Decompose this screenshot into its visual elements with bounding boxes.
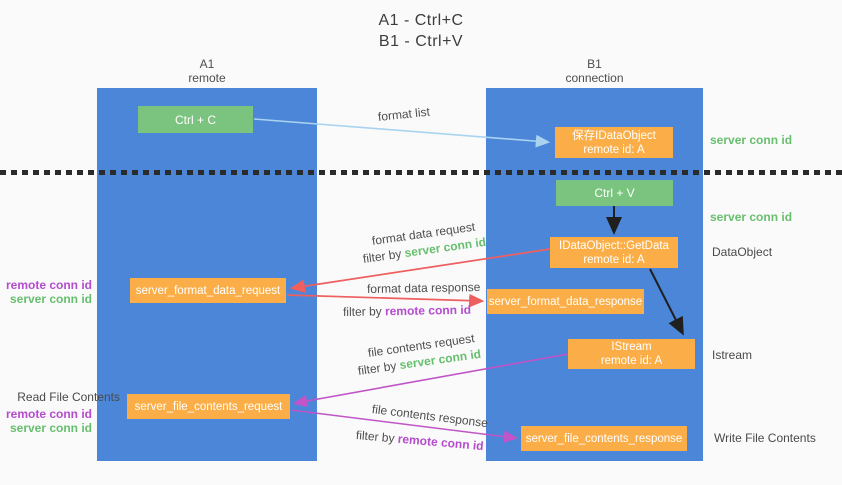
label-format-list: format list [377, 104, 431, 124]
node-format-request-label: server_format_data_request [135, 284, 281, 297]
node-ctrl-c-label: Ctrl + C [174, 112, 216, 127]
column-header-b1: B1 connection [486, 57, 703, 85]
node-getdata-line2: remote id: A [583, 253, 645, 266]
label-read-file-contents: Read File Contents [17, 390, 120, 404]
label-server-conn-id: server conn id [9, 292, 92, 306]
node-getdata-line1: IDataObject::GetData [559, 239, 669, 252]
filter-by-text: filter by [342, 304, 386, 319]
node-file-request-label: server_file_contents_request [134, 400, 283, 413]
label-conn-ids-file: remote conn id server conn id [0, 407, 92, 435]
label-remote-conn-id: remote conn id [5, 407, 92, 421]
node-format-response: server_format_data_response [487, 289, 644, 314]
node-getdata: IDataObject::GetData remote id: A [550, 237, 678, 268]
node-file-response-label: server_file_contents_response [525, 432, 683, 445]
node-ctrl-v: Ctrl + V [556, 180, 673, 206]
label-server-conn-id-mid: server conn id [710, 210, 793, 224]
column-b1-name: connection [565, 71, 624, 85]
remote-conn-id-text: remote conn id [397, 431, 485, 454]
node-istream: IStream remote id: A [568, 339, 695, 369]
label-file-contents-response: file contents response [371, 402, 489, 431]
column-a1-name: remote [188, 71, 226, 85]
node-save-dataobject-line1: 保存IDataObject [572, 129, 656, 142]
diagram-title: A1 - Ctrl+C B1 - Ctrl+V [0, 10, 842, 52]
label-conn-ids-format: remote conn id server conn id [0, 278, 92, 306]
node-istream-line1: IStream [611, 341, 652, 353]
node-format-response-label: server_format_data_response [488, 295, 643, 308]
node-save-dataobject: 保存IDataObject remote id: A [555, 127, 673, 158]
label-filter-by-remote-1: filter by remote conn id [343, 303, 471, 319]
node-format-request: server_format_data_request [130, 278, 286, 303]
remote-conn-id-text: remote conn id [384, 302, 472, 319]
column-a1-id: A1 [199, 57, 215, 71]
label-server-conn-id-top: server conn id [710, 133, 793, 147]
node-file-request: server_file_contents_request [127, 394, 290, 419]
node-file-response: server_file_contents_response [521, 426, 687, 451]
filter-by-text: filter by [357, 358, 401, 378]
column-header-a1: A1 remote [97, 57, 317, 85]
node-ctrl-c: Ctrl + C [138, 106, 253, 133]
label-server-conn-id: server conn id [9, 421, 92, 435]
title-line-2: B1 - Ctrl+V [378, 33, 464, 50]
node-istream-line2: remote id: A [600, 355, 663, 367]
node-save-dataobject-line2: remote id: A [583, 143, 645, 156]
filter-by-text: filter by [362, 246, 406, 266]
node-ctrl-v-label: Ctrl + V [594, 186, 635, 200]
label-remote-conn-id: remote conn id [5, 278, 92, 292]
title-line-1: A1 - Ctrl+C [378, 12, 464, 29]
copy-paste-divider [0, 170, 842, 175]
filter-by-text: filter by [355, 428, 399, 446]
label-istream: Istream [712, 348, 753, 362]
label-write-file-contents: Write File Contents [714, 431, 816, 445]
label-filter-by-remote-2: filter by remote conn id [355, 428, 484, 453]
label-format-data-response: format data response [366, 280, 481, 296]
column-b1-id: B1 [587, 57, 602, 71]
label-dataobject: DataObject [712, 245, 773, 259]
